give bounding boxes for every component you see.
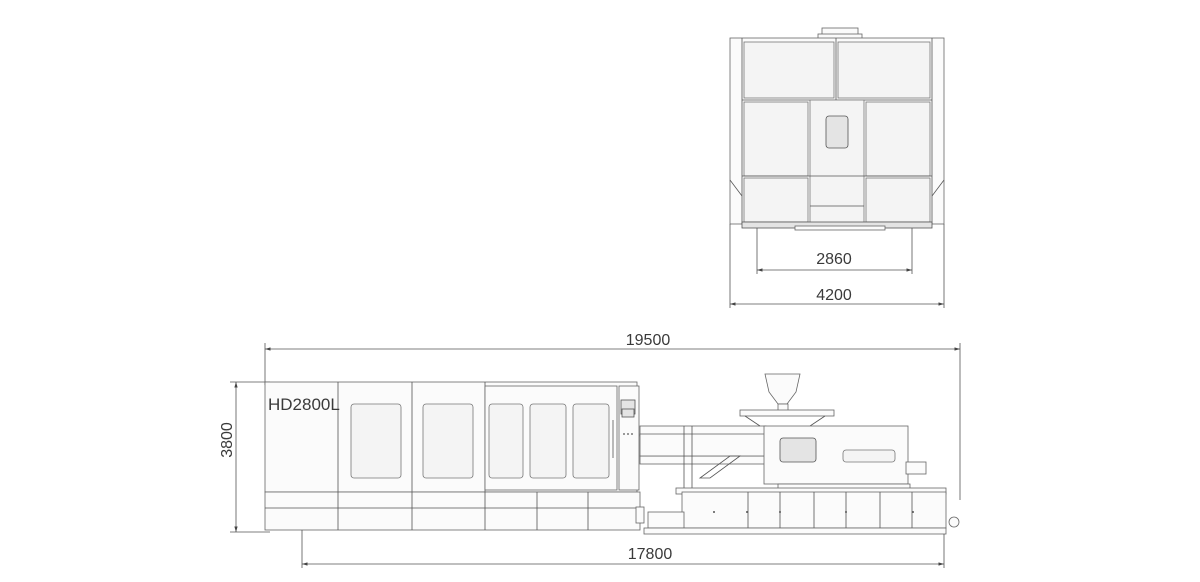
dim-front-inner-width: 2860: [816, 251, 852, 268]
dim-base-length: 17800: [628, 546, 673, 563]
dim-overall-length: 19500: [626, 332, 671, 349]
model-label: HD2800L: [268, 395, 340, 414]
side-view: [230, 343, 961, 568]
dim-front-outer-width: 4200: [816, 287, 852, 304]
dim-height: 3800: [219, 422, 236, 458]
front-view: [729, 27, 945, 308]
